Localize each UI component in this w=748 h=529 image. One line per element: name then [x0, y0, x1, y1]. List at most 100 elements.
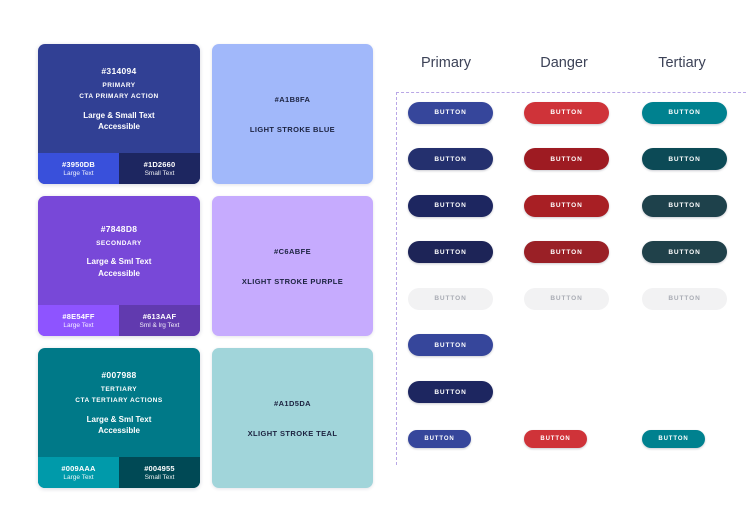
- button-row: BUTTON: [396, 372, 746, 419]
- color-card-role: PRIMARY: [102, 82, 136, 90]
- color-card-tertiary: #007988 TERTIARY CTA TERTIARY ACTIONS La…: [38, 348, 200, 488]
- button-slot: BUTTON: [408, 381, 493, 404]
- color-card-usage: CTA TERTIARY ACTIONS: [75, 397, 163, 405]
- color-card-accessibility-line2: Accessible: [98, 122, 140, 132]
- palette-row: #007988 TERTIARY CTA TERTIARY ACTIONS La…: [38, 348, 373, 488]
- color-card-footer-cell: #8E54FF Large Text: [38, 305, 119, 336]
- footer-hex: #004955: [144, 463, 175, 473]
- footer-hex: #613AAF: [142, 311, 177, 321]
- color-card-footer: #8E54FF Large Text #613AAF Sml & lrg Tex…: [38, 305, 200, 336]
- button-primary-default[interactable]: BUTTON: [408, 101, 493, 124]
- button-danger-focus[interactable]: BUTTON: [524, 241, 609, 264]
- button-primary-active[interactable]: BUTTON: [408, 194, 493, 217]
- button-slot: BUTTON: [408, 148, 493, 171]
- button-danger-hover[interactable]: BUTTON: [524, 148, 609, 171]
- footer-hex: #3950DB: [61, 159, 96, 169]
- color-card-hex: #314094: [101, 66, 137, 77]
- button-slot: BUTTON: [408, 101, 493, 124]
- button-slot: BUTTON: [642, 427, 705, 449]
- button-slot: BUTTON: [408, 334, 493, 357]
- footer-hex: #1D2660: [143, 159, 176, 169]
- color-card-secondary: #7848D8 SECONDARY Large & Sml Text Acces…: [38, 196, 200, 336]
- palette-row: #314094 PRIMARY CTA PRIMARY ACTION Large…: [38, 44, 373, 184]
- button-slot: BUTTON: [524, 427, 587, 449]
- button-slot: BUTTON: [642, 287, 727, 310]
- column-header-danger: Danger: [540, 55, 588, 71]
- button-primary-default[interactable]: BUTTON: [408, 430, 471, 449]
- button-grid-boundary: [396, 92, 746, 465]
- color-card-accessibility-line1: Large & Sml Text: [86, 257, 152, 267]
- button-slot: BUTTON: [524, 287, 609, 310]
- button-primary-default[interactable]: BUTTON: [408, 334, 493, 357]
- color-card-body: #7848D8 SECONDARY Large & Sml Text Acces…: [38, 196, 200, 305]
- color-card-accessibility-line1: Large & Sml Text: [86, 414, 152, 424]
- footer-label: Small Text: [144, 474, 175, 482]
- button-tertiary-active[interactable]: BUTTON: [642, 194, 727, 217]
- color-card-body: #007988 TERTIARY CTA TERTIARY ACTIONS La…: [38, 348, 200, 457]
- button-danger-default[interactable]: BUTTON: [524, 430, 587, 449]
- color-card-accessibility-line2: Accessible: [98, 268, 140, 278]
- footer-label: Small Text: [144, 170, 175, 178]
- button-tertiary-default[interactable]: BUTTON: [642, 430, 705, 449]
- column-header-tertiary: Tertiary: [658, 55, 706, 71]
- button-slot: BUTTON: [642, 101, 727, 124]
- stroke-color-card: #C6ABFE XLIGHT STROKE PURPLE: [212, 196, 373, 336]
- button-row: BUTTON BUTTON BUTTON: [396, 139, 746, 186]
- button-row: BUTTON BUTTON BUTTON: [396, 232, 746, 279]
- color-card-usage: CTA PRIMARY ACTION: [79, 93, 159, 101]
- column-header-primary: Primary: [421, 55, 471, 71]
- color-card-hex: #7848D8: [100, 223, 138, 234]
- stroke-card-hex: #A1B8FA: [274, 94, 311, 104]
- color-card-hex: #007988: [101, 370, 137, 381]
- stroke-card-name: XLIGHT STROKE PURPLE: [241, 276, 344, 286]
- button-slot: BUTTON: [408, 427, 471, 449]
- button-row: BUTTON BUTTON BUTTON: [396, 278, 746, 325]
- button-primary-hover[interactable]: BUTTON: [408, 148, 493, 171]
- button-slot: BUTTON: [524, 148, 609, 171]
- button-tertiary-disabled: BUTTON: [642, 287, 727, 310]
- color-card-accessibility-line2: Accessible: [98, 426, 140, 436]
- button-primary-focus[interactable]: BUTTON: [408, 241, 493, 264]
- button-danger-disabled: BUTTON: [524, 287, 609, 310]
- button-row: BUTTON BUTTON BUTTON: [396, 92, 746, 139]
- button-slot: BUTTON: [524, 241, 609, 264]
- color-card-footer-cell: #613AAF Sml & lrg Text: [119, 305, 200, 336]
- color-card-footer-cell: #004955 Small Text: [119, 457, 200, 488]
- button-danger-default[interactable]: BUTTON: [524, 101, 609, 124]
- palette-row: #7848D8 SECONDARY Large & Sml Text Acces…: [38, 196, 373, 336]
- stroke-card-hex: #C6ABFE: [274, 246, 311, 256]
- button-row: BUTTON BUTTON BUTTON: [396, 185, 746, 232]
- stroke-card-name: XLIGHT STROKE TEAL: [247, 428, 338, 438]
- button-slot: BUTTON: [642, 194, 727, 217]
- button-tertiary-focus[interactable]: BUTTON: [642, 241, 727, 264]
- color-card-footer: #009AAA Large Text #004955 Small Text: [38, 457, 200, 488]
- color-card-footer-cell: #009AAA Large Text: [38, 457, 119, 488]
- stroke-color-card: #A1B8FA LIGHT STROKE BLUE: [212, 44, 373, 184]
- button-row: BUTTON: [396, 325, 746, 372]
- footer-hex: #8E54FF: [62, 311, 95, 321]
- footer-hex: #009AAA: [61, 463, 96, 473]
- button-tertiary-default[interactable]: BUTTON: [642, 101, 727, 124]
- color-card-body: #314094 PRIMARY CTA PRIMARY ACTION Large…: [38, 44, 200, 153]
- footer-label: Large Text: [63, 474, 94, 482]
- button-slot: BUTTON: [408, 287, 493, 310]
- color-card-accessibility-line1: Large & Small Text: [83, 110, 155, 120]
- button-slot: BUTTON: [524, 194, 609, 217]
- button-danger-active[interactable]: BUTTON: [524, 194, 609, 217]
- button-column-headers: Primary Danger Tertiary: [396, 55, 736, 88]
- footer-label: Large Text: [63, 170, 94, 178]
- color-card-role: TERTIARY: [100, 386, 138, 394]
- button-row: BUTTON BUTTON BUTTON: [396, 418, 746, 465]
- button-slot: BUTTON: [642, 241, 727, 264]
- color-card-primary: #314094 PRIMARY CTA PRIMARY ACTION Large…: [38, 44, 200, 184]
- stroke-color-card: #A1D5DA XLIGHT STROKE TEAL: [212, 348, 373, 488]
- color-card-role: SECONDARY: [96, 239, 142, 247]
- color-card-footer: #3950DB Large Text #1D2660 Small Text: [38, 153, 200, 184]
- footer-label: Large Text: [63, 322, 94, 330]
- color-palette-section: #314094 PRIMARY CTA PRIMARY ACTION Large…: [38, 44, 373, 488]
- button-primary-active[interactable]: BUTTON: [408, 381, 493, 404]
- button-tertiary-hover[interactable]: BUTTON: [642, 148, 727, 171]
